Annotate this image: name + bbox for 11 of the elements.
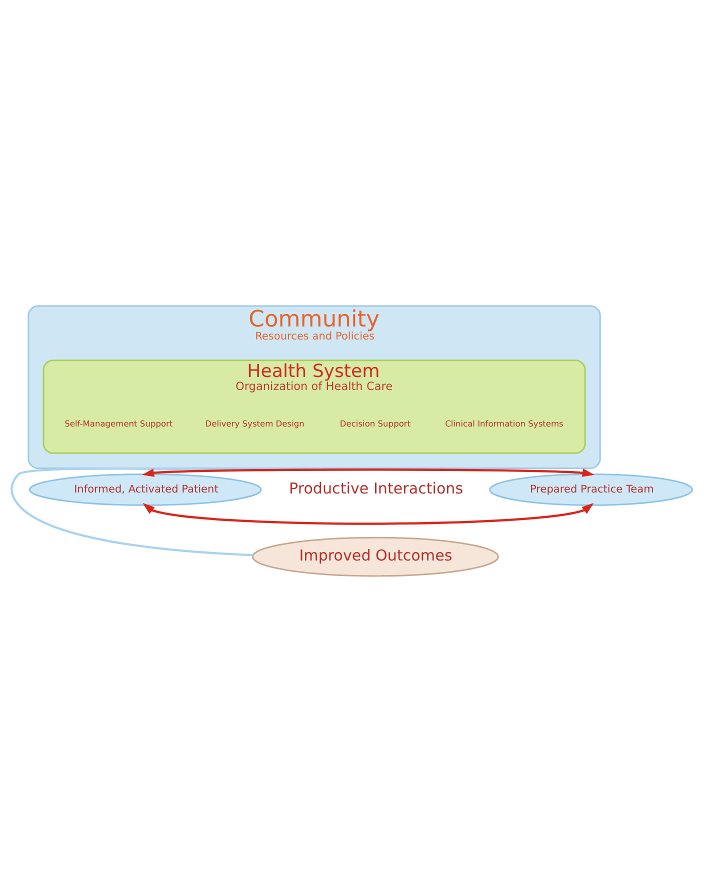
node-ellipse: Prepared Practice Team xyxy=(489,473,694,506)
connector xyxy=(10,467,323,556)
node-text: Delivery System Design xyxy=(205,418,304,429)
arrow xyxy=(142,503,594,525)
label: Productive Interactions xyxy=(289,479,464,498)
node-text: Decision Support xyxy=(340,418,411,429)
arrow xyxy=(142,468,594,477)
node-text: Clinical Information Systems xyxy=(445,418,564,429)
node-ellipse: Improved Outcomes xyxy=(252,536,499,577)
node-ellipse: Informed, Activated Patient xyxy=(28,473,262,506)
node-text: Self-Management Support xyxy=(64,418,173,429)
